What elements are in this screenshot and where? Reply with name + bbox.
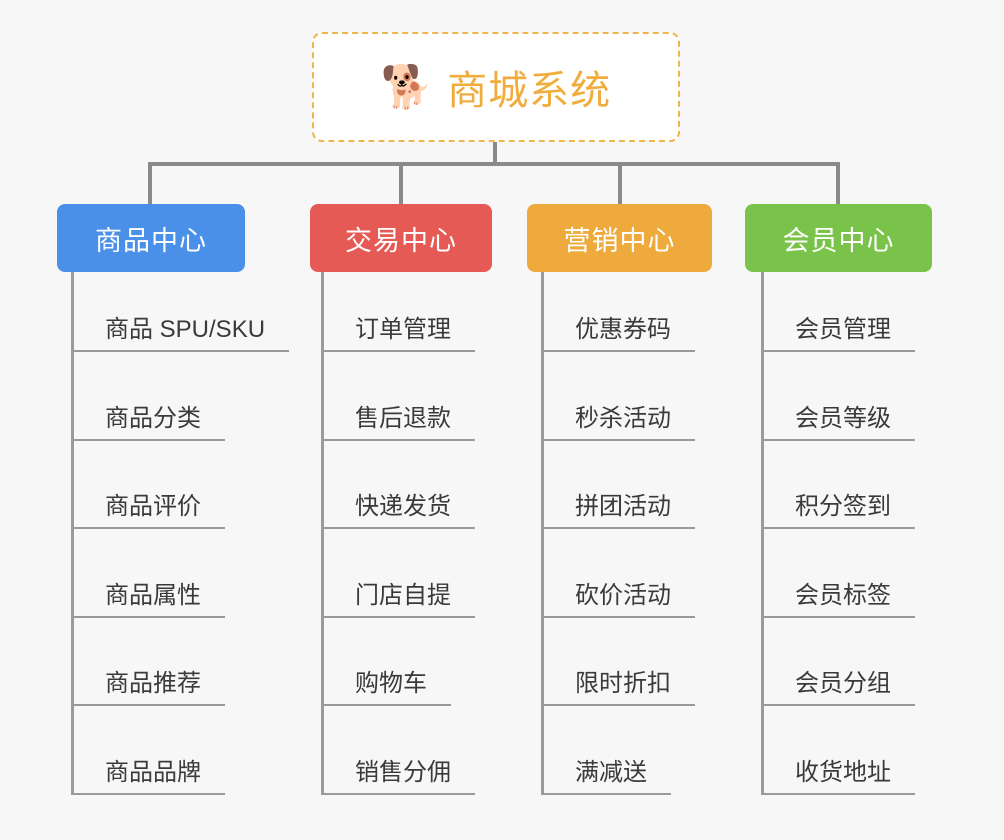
leaf-label: 满减送 (575, 759, 647, 786)
category-connector-1 (399, 162, 403, 206)
category-box-营销中心[interactable]: 营销中心 (527, 204, 712, 272)
leaf-label: 限时折扣 (575, 670, 671, 698)
category-box-会员中心[interactable]: 会员中心 (745, 204, 932, 272)
root-node[interactable]: 🐕 商城系统 (312, 32, 680, 142)
leaf-spine (321, 272, 324, 795)
leaf-underline (761, 793, 915, 795)
leaf-label: 售后退款 (355, 404, 451, 432)
leaf-label: 商品品牌 (105, 759, 201, 786)
leaf-label: 会员等级 (795, 404, 891, 432)
leaf-label: 秒杀活动 (575, 404, 671, 432)
trunk-bar (150, 162, 840, 166)
leaf-label: 快递发货 (355, 493, 451, 521)
leaf-label: 会员标签 (795, 581, 891, 609)
root-title: 商城系统 (447, 69, 612, 113)
category-label: 交易中心 (345, 225, 457, 256)
leaf-underline (541, 615, 695, 618)
leaf-label: 收货地址 (795, 759, 891, 786)
leaf-underline (321, 350, 475, 352)
leaf-label: 门店自提 (355, 581, 451, 609)
leaf-label: 商品 SPU/SKU (105, 316, 266, 343)
category-label: 会员中心 (782, 225, 895, 256)
leaf-underline (761, 438, 915, 441)
leaf-underline (71, 615, 225, 618)
category-connector-3 (836, 162, 840, 206)
leaf-underline (541, 704, 695, 707)
shiba-dog-emoji: 🐕 (380, 63, 434, 110)
category-label: 商品中心 (95, 225, 207, 256)
category-box-商品中心[interactable]: 商品中心 (57, 204, 245, 272)
leaf-underline (761, 350, 915, 352)
leaf-underline (321, 438, 475, 441)
leaf-label: 订单管理 (355, 316, 451, 343)
root-trunk-connector (493, 142, 497, 164)
leaf-label: 购物车 (355, 670, 427, 698)
leaf-label: 商品属性 (105, 581, 201, 609)
leaf-underline (71, 438, 225, 441)
leaf-label: 拼团活动 (575, 493, 671, 521)
leaf-spine (761, 272, 764, 795)
leaf-underline (321, 704, 451, 707)
leaf-label: 会员分组 (795, 670, 891, 698)
leaf-underline (761, 527, 915, 530)
category-label: 营销中心 (563, 225, 676, 256)
category-connector-2 (618, 162, 622, 206)
leaf-label: 积分签到 (795, 493, 891, 521)
leaf-underline (761, 615, 915, 618)
leaf-underline (321, 793, 475, 795)
leaf-label: 优惠券码 (575, 316, 671, 343)
category-box-交易中心[interactable]: 交易中心 (310, 204, 492, 272)
leaf-label: 销售分佣 (355, 759, 451, 786)
leaf-spine (71, 272, 74, 795)
leaf-label: 商品推荐 (105, 670, 201, 698)
leaf-underline (541, 793, 671, 795)
leaf-underline (71, 793, 225, 795)
leaf-underline (321, 527, 475, 530)
leaf-underline (321, 615, 475, 618)
leaf-label: 商品评价 (105, 493, 201, 521)
leaf-underline (541, 438, 695, 441)
category-connector-0 (148, 162, 152, 206)
leaf-underline (71, 527, 225, 530)
leaf-label: 商品分类 (105, 404, 201, 432)
leaf-underline (71, 350, 289, 352)
leaf-underline (71, 704, 225, 707)
leaf-underline (541, 527, 695, 530)
leaf-spine (541, 272, 544, 795)
leaf-underline (761, 704, 915, 707)
leaf-label: 会员管理 (795, 316, 891, 343)
leaf-underline (541, 350, 695, 352)
leaf-label: 砍价活动 (575, 581, 671, 609)
